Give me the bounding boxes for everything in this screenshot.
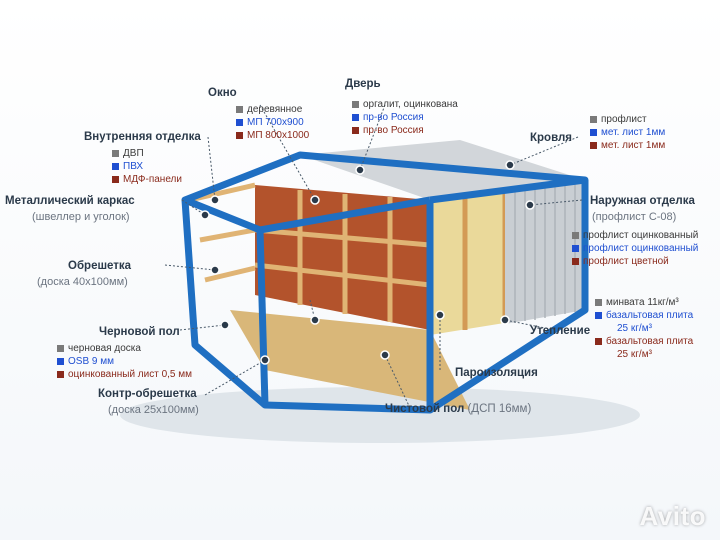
finish-floor-label: Чистовой пол (ДСП 16мм) [385, 403, 532, 415]
gray-marker-icon [590, 116, 597, 123]
front-frame [189, 182, 256, 283]
red-marker-icon [352, 127, 359, 134]
door-options: оргалит, оцинкована пр-во Россия пр-во Р… [352, 98, 458, 137]
list-item: 25 кг/м³ [617, 323, 652, 334]
red-marker-icon [57, 371, 64, 378]
blue-marker-icon [595, 312, 602, 319]
blue-marker-icon [572, 245, 579, 252]
list-item: профлист цветной [572, 255, 698, 268]
list-item: OSB 9 мм [57, 355, 192, 368]
list-item: мет. лист 1мм [590, 139, 665, 152]
list-item: деревянное [236, 103, 309, 116]
metal-frame-heading: Металлический каркас [5, 195, 135, 207]
blue-marker-icon [57, 358, 64, 365]
list-item: МП 800х1000 [236, 129, 309, 142]
insulation-options: минвата 11кг/м³ базальтовая плита 25 кг/… [595, 296, 693, 361]
exterior-finish-options: профлист оцинкованный профлист оцинкован… [572, 229, 698, 268]
list-item: мет. лист 1мм [590, 126, 665, 139]
window-heading: Окно [208, 87, 237, 99]
list-item: профлист [590, 113, 665, 126]
floor-shadow [120, 387, 640, 443]
interior-finish-heading: Внутренняя отделка [84, 131, 201, 143]
door-heading: Дверь [345, 78, 381, 90]
list-item: ДВП [112, 147, 182, 160]
roof-heading: Кровля [530, 132, 573, 144]
blue-marker-icon [352, 114, 359, 121]
blue-marker-icon [236, 119, 243, 126]
counter-lathing-heading: Контр-обрешетка [98, 388, 197, 400]
list-item: 25 кг/м³ [617, 349, 652, 360]
subfloor-heading: Черновой пол [99, 326, 180, 338]
lathing-subtitle: (доска 40х100мм) [37, 276, 128, 288]
siding-ribs [514, 182, 576, 323]
gray-marker-icon [236, 106, 243, 113]
insulation-heading: Утепление [530, 325, 591, 337]
red-marker-icon [572, 258, 579, 265]
blue-marker-icon [590, 129, 597, 136]
list-item: пр-во Россия [352, 111, 458, 124]
list-item: базальтовая плита [595, 309, 693, 322]
steel-frame [181, 151, 589, 414]
list-item: минвата 11кг/м³ [595, 296, 693, 309]
list-item: МДФ-панели [112, 173, 182, 186]
blue-marker-icon [112, 163, 119, 170]
lathing-heading: Обрешетка [68, 260, 132, 272]
gray-marker-icon [112, 150, 119, 157]
subfloor-options: черновая доска OSB 9 мм оцинкованный лис… [57, 342, 192, 381]
red-marker-icon [590, 142, 597, 149]
list-item: оцинкованный лист 0,5 мм [57, 368, 192, 381]
gray-marker-icon [572, 232, 579, 239]
red-marker-icon [112, 176, 119, 183]
metal-frame-subtitle: (швеллер и уголок) [32, 211, 130, 223]
list-item: ПВХ [112, 160, 182, 173]
avito-watermark: Avito [639, 501, 706, 531]
list-item: черновая доска [57, 342, 192, 355]
leader-lines [164, 104, 583, 409]
gray-marker-icon [595, 299, 602, 306]
exterior-finish-heading: Наружная отделка [590, 195, 695, 207]
red-marker-icon [595, 338, 602, 345]
interior-floor [230, 310, 470, 410]
gray-marker-icon [352, 101, 359, 108]
red-marker-icon [236, 132, 243, 139]
counter-lathing-subtitle: (доска 25х100мм) [108, 404, 199, 416]
gray-marker-icon [57, 345, 64, 352]
interior-finish-options: ДВП ПВХ МДФ-панели [112, 147, 182, 186]
exterior-finish-subtitle: (профлист С-08) [592, 211, 677, 223]
list-item: профлист оцинкованный [572, 242, 698, 255]
list-item: МП 700х900 [236, 116, 309, 129]
roof-options: профлист мет. лист 1мм мет. лист 1мм [590, 113, 665, 152]
list-item: профлист оцинкованный [572, 229, 698, 242]
list-item: оргалит, оцинкована [352, 98, 458, 111]
list-item: базальтовая плита [595, 335, 693, 348]
vapor-barrier-heading: Пароизоляция [455, 367, 538, 379]
window-options: деревянное МП 700х900 МП 800х1000 [236, 103, 309, 142]
callout-dots [200, 160, 535, 365]
list-item: пр-во Россия [352, 124, 458, 137]
